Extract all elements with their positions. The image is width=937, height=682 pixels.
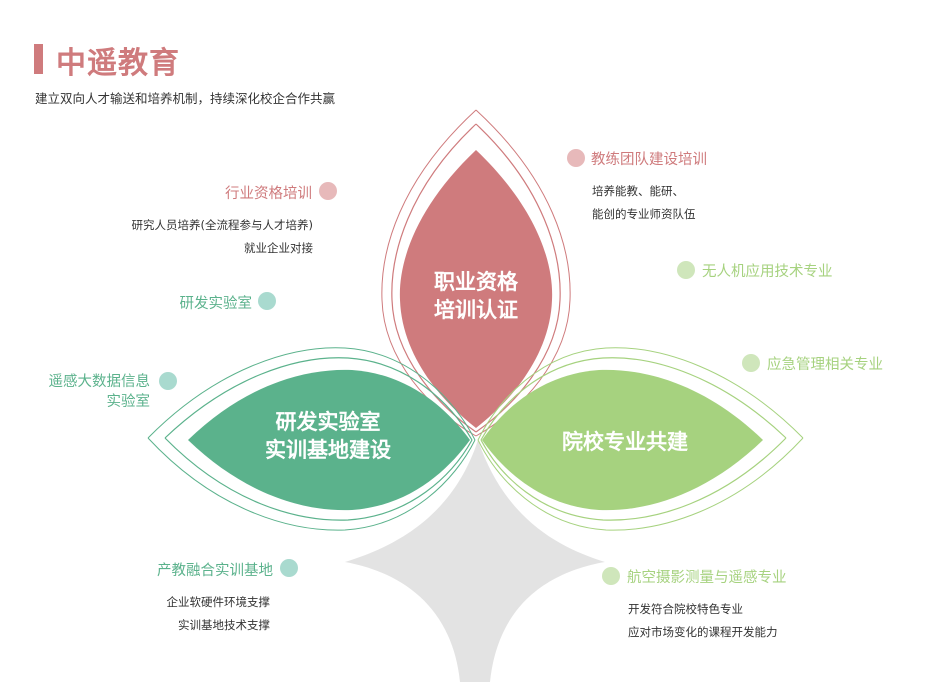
right-petal-line1: 院校专业共建 xyxy=(562,430,688,454)
top-petal-outline-3 xyxy=(391,123,477,433)
label-emergency-major: 应急管理相关专业 xyxy=(767,357,883,373)
left-petal-line1: 研发实验室 xyxy=(275,410,381,434)
left-petal-outline-1 xyxy=(147,347,476,441)
top-petal-outline-4 xyxy=(475,123,561,433)
dot-industry-training xyxy=(319,182,337,200)
label-remote-sensing-lab: 遥感大数据信息 实验室 xyxy=(49,372,151,412)
left-petal-outline-2 xyxy=(147,437,476,531)
aerial-desc-line1: 开发符合院校特色专业 xyxy=(628,602,743,616)
top-petal-line1: 职业资格 xyxy=(434,270,518,294)
label-coach-training: 教练团队建设培训 xyxy=(591,152,707,168)
coach-desc-line2: 能创的专业师资队伍 xyxy=(592,207,696,221)
right-petal-text: 院校专业共建 xyxy=(545,428,705,456)
label-rnd-lab: 研发实验室 xyxy=(179,296,253,312)
top-petal-text: 职业资格 培训认证 xyxy=(416,268,536,325)
right-petal-outline-3 xyxy=(480,357,787,441)
right-petal xyxy=(482,369,763,511)
left-petal-outline-4 xyxy=(164,437,473,521)
base-desc-line1: 企业软硬件环境支撑 xyxy=(166,595,271,609)
dot-industry-base xyxy=(280,559,298,577)
base-desc-line2: 实训基地技术支撑 xyxy=(178,618,270,632)
industry-desc-line1: 研究人员培养(全流程参与人才培养) xyxy=(131,218,313,232)
stem-shape xyxy=(345,440,605,682)
coach-desc-line1: 培养能教、能研、 xyxy=(592,184,684,198)
industry-desc: 研究人员培养(全流程参与人才培养) 就业企业对接 xyxy=(132,214,313,260)
dot-drone-major xyxy=(677,261,695,279)
remote-sensing-lab-line2: 实验室 xyxy=(106,394,151,410)
top-petal xyxy=(399,150,553,428)
label-industry-training: 行业资格培训 xyxy=(225,186,312,202)
right-petal-outline-2 xyxy=(477,437,804,531)
industry-desc-line2: 就业企业对接 xyxy=(244,241,313,255)
left-petal-outline-3 xyxy=(164,357,473,441)
left-petal-text: 研发实验室 实训基地建设 xyxy=(248,408,408,465)
label-drone-major: 无人机应用技术专业 xyxy=(702,264,833,280)
title-accent-bar xyxy=(34,44,43,74)
coach-desc: 培养能教、能研、 能创的专业师资队伍 xyxy=(592,180,696,226)
left-petal xyxy=(188,369,470,511)
aerial-desc-line2: 应对市场变化的课程开发能力 xyxy=(628,625,778,639)
base-desc: 企业软硬件环境支撑 实训基地技术支撑 xyxy=(167,591,271,637)
page-title: 中遥教育 xyxy=(56,46,180,81)
aerial-desc: 开发符合院校特色专业 应对市场变化的课程开发能力 xyxy=(628,598,778,644)
label-aerial-major: 航空摄影测量与遥感专业 xyxy=(627,570,787,586)
top-petal-line2: 培训认证 xyxy=(434,298,518,323)
dot-aerial-major xyxy=(602,567,620,585)
right-petal-outline-1 xyxy=(477,347,804,441)
page-subtitle: 建立双向人才输送和培养机制，持续深化校企合作共赢 xyxy=(35,91,336,106)
label-industry-base: 产教融合实训基地 xyxy=(157,563,273,579)
dot-coach-training xyxy=(567,149,585,167)
left-petal-line2: 实训基地建设 xyxy=(265,438,391,463)
right-petal-outline-4 xyxy=(480,437,787,521)
remote-sensing-lab-line1: 遥感大数据信息 xyxy=(48,374,151,390)
dot-remote-sensing-lab xyxy=(159,372,177,390)
dot-emergency-major xyxy=(742,354,760,372)
dot-rnd-lab xyxy=(258,292,276,310)
